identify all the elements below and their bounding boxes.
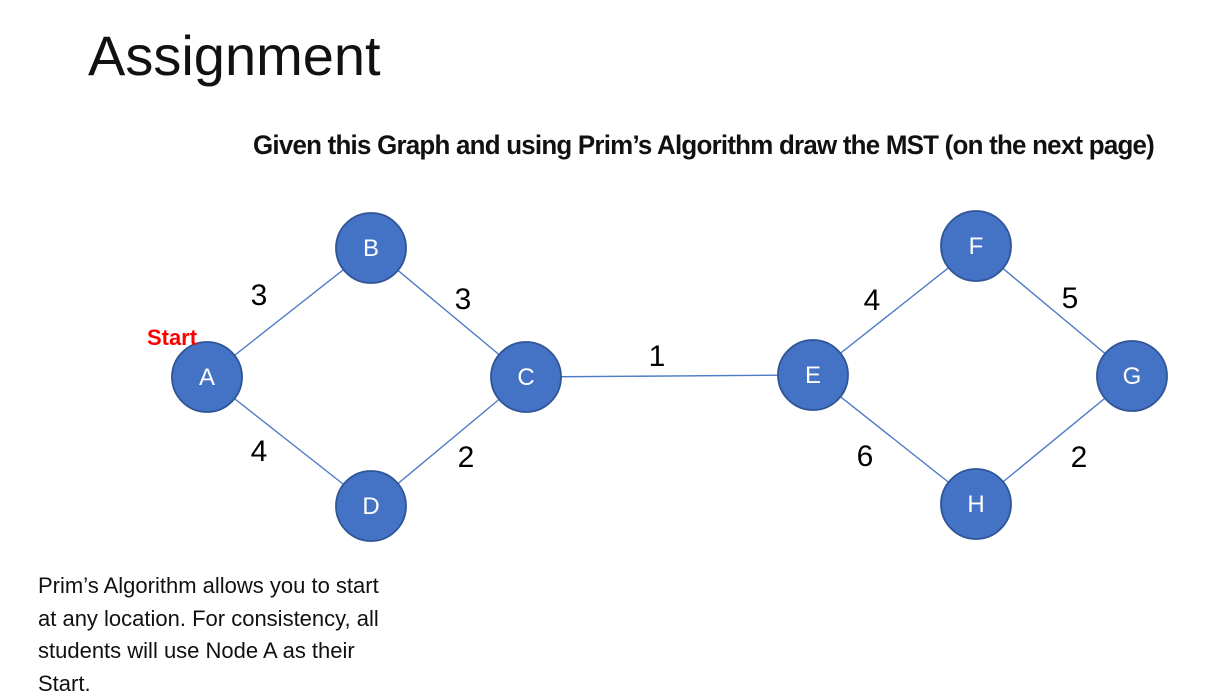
node-label-E: E [805,362,821,389]
node-label-H: H [967,491,984,518]
start-label: Start [147,325,198,350]
edge-weight-A-D: 4 [251,435,268,468]
edge-weight-E-H: 6 [857,440,874,473]
node-label-A: A [199,364,215,391]
node-label-F: F [969,233,984,260]
node-label-G: G [1123,363,1142,390]
node-F [940,210,1012,282]
note-text: Prim’s Algorithm allows you to start at … [38,573,379,696]
edge-weight-D-C: 2 [458,441,475,474]
node-label-C: C [517,364,534,391]
edge-weight-F-G: 5 [1062,282,1079,315]
node-E [777,339,849,411]
edge-weight-E-F: 4 [864,284,881,317]
edge-weight-C-E: 1 [649,340,666,373]
node-D [335,470,407,542]
edge-weight-H-G: 2 [1071,441,1088,474]
node-H [940,468,1012,540]
node-label-D: D [362,493,379,520]
slide-title: Assignment [88,24,381,87]
slide-subtitle: Given this Graph and using Prim’s Algori… [253,130,1155,160]
edge-C-E [525,374,814,378]
node-B [335,212,407,284]
edge-weight-B-C: 3 [455,283,472,316]
edge-weight-A-B: 3 [251,279,268,312]
node-A [171,341,243,413]
node-G [1096,340,1168,412]
node-C [490,341,562,413]
node-label-B: B [363,235,379,262]
